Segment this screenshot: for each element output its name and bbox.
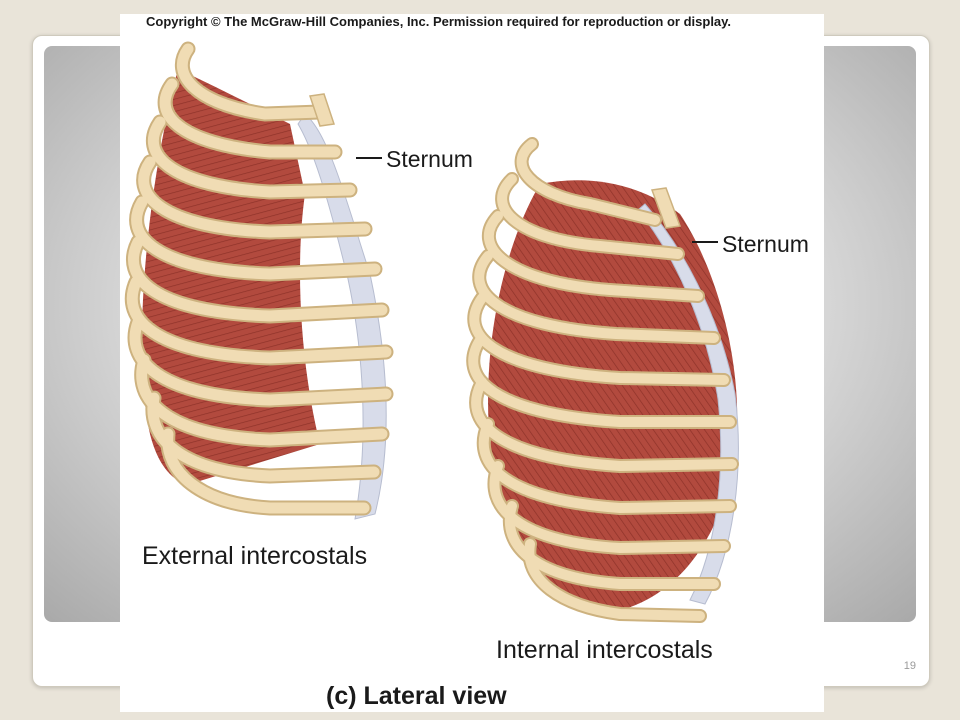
internal-sternum [650, 187, 682, 229]
external-ribs [124, 41, 394, 516]
internal-cartilage [637, 203, 739, 605]
page-number: 19 [903, 660, 916, 672]
sternum-label-left: Sternum [386, 146, 473, 172]
copyright-notice: Copyright © The McGraw-Hill Companies, I… [146, 14, 732, 29]
sternum-label-right: Sternum [722, 231, 809, 257]
internal-ribs [466, 137, 739, 623]
figure-caption: (c) Lateral view [326, 682, 507, 710]
internal-ribcage [466, 137, 739, 623]
external-ribcage [124, 41, 394, 520]
figure-panel: Copyright © The McGraw-Hill Companies, I… [120, 14, 824, 712]
external-intercostals-label: External intercostals [142, 542, 368, 570]
rib-cage-illustration [124, 41, 739, 623]
internal-intercostals-label: Internal intercostals [496, 636, 713, 664]
external-sternum [309, 93, 335, 127]
